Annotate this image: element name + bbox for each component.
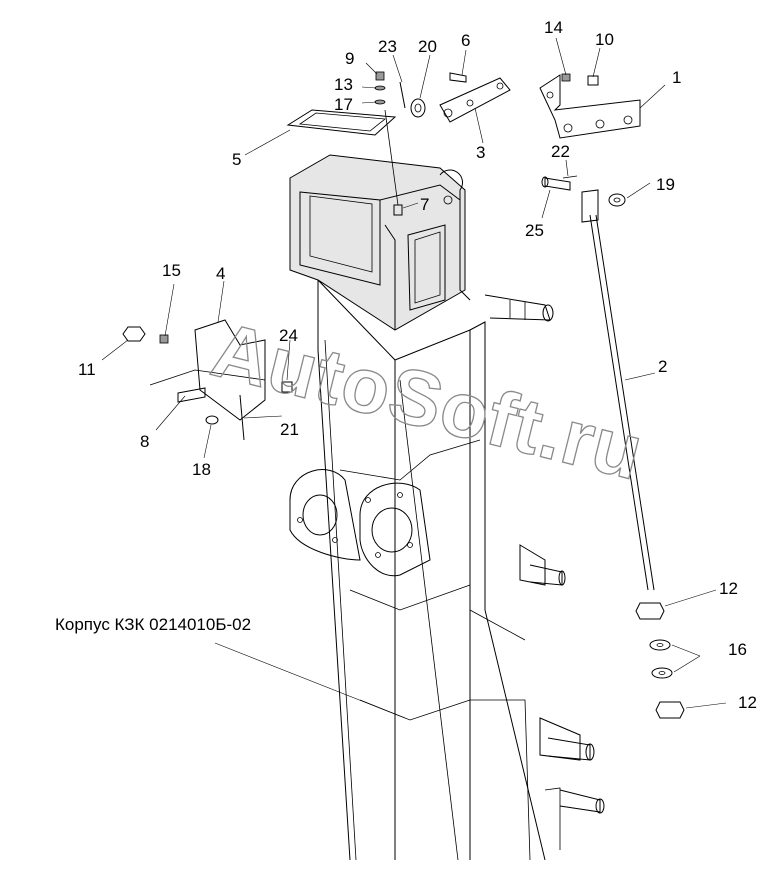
callout-3: 3 <box>476 143 485 162</box>
leader-lines <box>101 37 727 719</box>
callout-1: 1 <box>672 68 681 87</box>
callout-9: 9 <box>345 49 354 68</box>
callout-19: 19 <box>656 175 675 194</box>
part-5-cover-plate <box>286 109 397 136</box>
callout-14: 14 <box>544 18 563 37</box>
callout-25: 25 <box>525 221 544 240</box>
watermark-logo: AutoSoft.ru <box>204 305 652 497</box>
callout-6: 6 <box>461 31 470 50</box>
callout-21: 21 <box>280 420 299 439</box>
part-2-rod <box>589 214 655 591</box>
callout-8: 8 <box>140 432 149 451</box>
callout-15: 15 <box>162 261 181 280</box>
callout-labels: 1 2 3 4 5 6 7 8 9 10 11 12 12 13 14 15 1… <box>78 18 757 712</box>
callout-17: 17 <box>334 95 353 114</box>
main-body-housing <box>289 154 605 861</box>
diagram-caption: Корпус КЗК 0214010Б-02 <box>55 615 251 634</box>
callout-24: 24 <box>279 326 298 345</box>
callout-20: 20 <box>418 37 437 56</box>
part-1-lever <box>539 74 641 139</box>
callout-13: 13 <box>334 75 353 94</box>
callout-12-lower: 12 <box>738 693 757 712</box>
callout-11: 11 <box>78 360 96 379</box>
callout-16: 16 <box>728 640 747 659</box>
callout-12-upper: 12 <box>719 579 738 598</box>
callout-7: 7 <box>420 195 429 214</box>
parts-group <box>122 71 685 719</box>
part-20-washer <box>410 98 426 118</box>
part-19-washer <box>608 193 626 207</box>
callout-4: 4 <box>216 264 225 283</box>
part-3-link-plate <box>439 77 511 123</box>
callout-23: 23 <box>378 37 397 56</box>
callout-2: 2 <box>658 357 667 376</box>
part-4-bracket <box>194 319 266 421</box>
callout-22: 22 <box>551 142 570 161</box>
callout-10: 10 <box>595 30 614 49</box>
callout-18: 18 <box>192 460 211 479</box>
callout-5: 5 <box>232 150 241 169</box>
